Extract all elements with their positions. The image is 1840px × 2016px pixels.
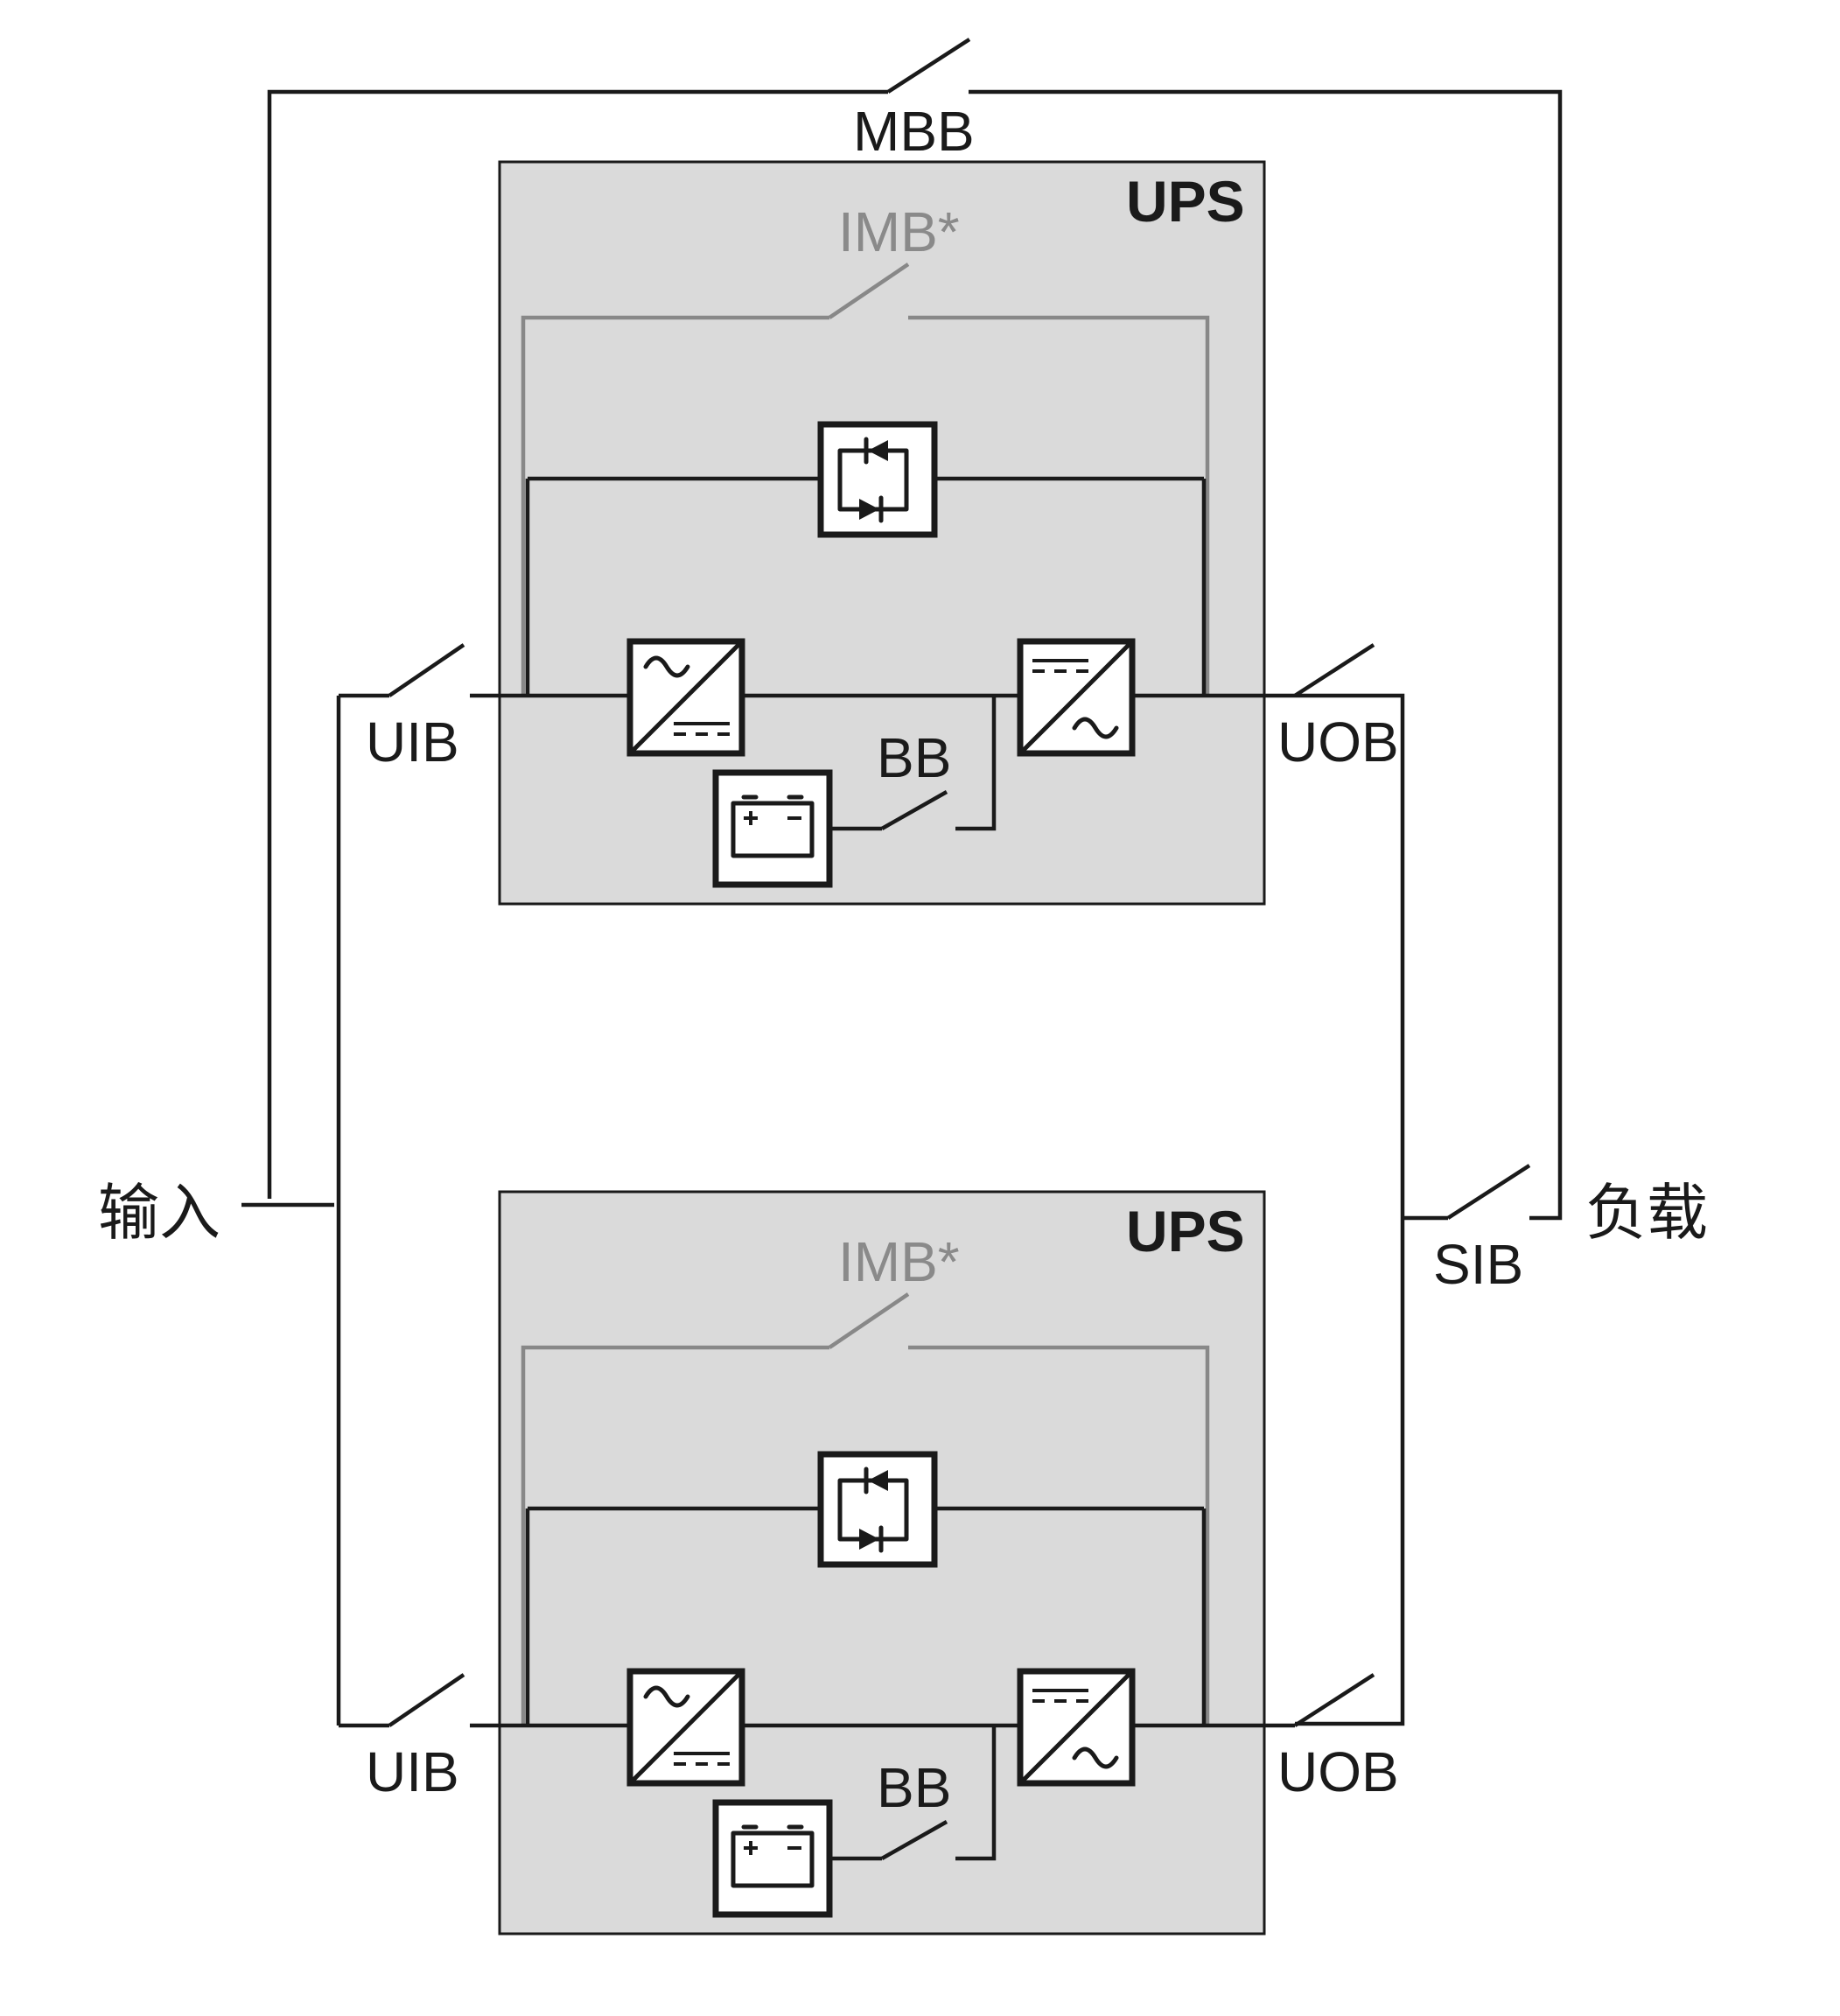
external-wiring <box>241 89 1563 1728</box>
bb-label: BB <box>877 1756 951 1819</box>
imb-breaker-icon <box>828 1292 910 1349</box>
uib-breaker-icon <box>388 1673 465 1727</box>
mbb-breaker-icon <box>886 38 971 94</box>
battery-icon <box>712 769 833 888</box>
uob-breaker-icon <box>1293 643 1375 697</box>
ups-unit: UPS IMB* UIB UOB <box>366 160 1399 906</box>
inverter-icon <box>1017 1668 1136 1787</box>
uob-breaker-icon <box>1293 1673 1375 1727</box>
uib-breaker-icon <box>388 643 465 697</box>
imb-label: IMB* <box>838 1230 960 1293</box>
bb-label: BB <box>877 726 951 789</box>
rectifier-icon <box>626 638 745 757</box>
uob-label: UOB <box>1277 1740 1399 1803</box>
mbb-label: MBB <box>853 100 975 163</box>
static-switch-icon <box>817 421 938 538</box>
sib-breaker-icon <box>1446 1164 1531 1220</box>
inverter-icon <box>1017 638 1136 757</box>
bb-breaker-icon <box>880 1820 948 1860</box>
imb-label: IMB* <box>838 200 960 263</box>
ups-title: UPS <box>1126 169 1245 234</box>
static-switch-icon <box>817 1451 938 1568</box>
uib-label: UIB <box>366 1740 459 1803</box>
imb-breaker-icon <box>828 262 910 319</box>
uib-label: UIB <box>366 710 459 774</box>
load-label: 负载 <box>1585 1177 1708 1249</box>
battery-icon <box>712 1799 833 1918</box>
ups-unit: UPS IMB* UIB UOB <box>366 1190 1399 1936</box>
sib-label: SIB <box>1433 1233 1523 1296</box>
ups-title: UPS <box>1126 1199 1245 1264</box>
rectifier-icon <box>626 1668 745 1787</box>
bb-breaker-icon <box>880 790 948 830</box>
input-label: 输入 <box>98 1177 220 1249</box>
uob-label: UOB <box>1277 710 1399 774</box>
